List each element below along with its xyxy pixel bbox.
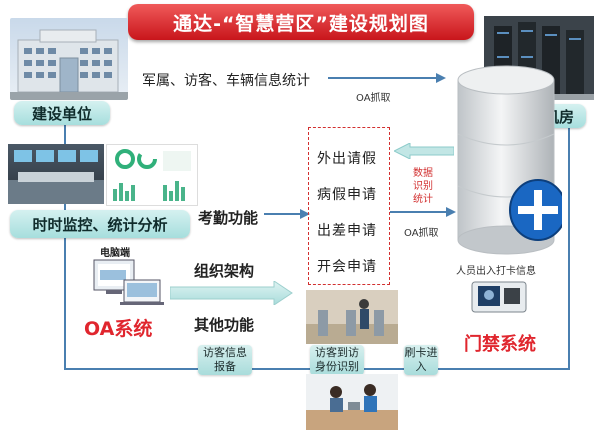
oa-fetch-top-text: OA抓取 <box>356 93 391 104</box>
request-item-sick: 病假申请 <box>317 187 377 203</box>
info-stats-arrow <box>328 73 446 83</box>
gate-photo <box>306 290 398 344</box>
access-device-image <box>470 278 528 314</box>
oa-screenshot <box>92 258 164 310</box>
frame-left-line <box>64 118 66 370</box>
org-structure-text: 组织架构 <box>194 262 255 280</box>
turnstile-illustration <box>306 290 398 344</box>
control-room-illustration <box>8 150 104 204</box>
info-stats-text: 军属、访客、车辆信息统计 <box>142 73 310 89</box>
card-swipe-label: 刷卡进入 <box>404 345 438 375</box>
building-illustration <box>10 29 128 100</box>
oa-system-label: OA系统 <box>84 318 153 340</box>
checkin-info-text: 人员出入打卡信息 <box>456 266 536 277</box>
request-item-trip: 出差申请 <box>317 223 377 239</box>
page-title: 通达-“智慧营区”建设规划图 <box>128 4 474 40</box>
access-terminal-illustration <box>471 281 527 313</box>
reception-desk-illustration <box>306 374 398 430</box>
oa-fetch-mid-text: OA抓取 <box>404 228 439 239</box>
building-image <box>10 18 128 100</box>
visitor-id-label: 访客到访身份识别 <box>310 345 364 375</box>
frame-right-line <box>568 110 570 370</box>
request-item-leave: 外出请假 <box>317 151 377 167</box>
access-system-label: 门禁系统 <box>464 334 536 355</box>
oa-devices-illustration <box>93 259 164 305</box>
monitoring-label: 时时监控、统计分析 <box>10 210 190 238</box>
oa-to-gate-arrow <box>170 281 293 305</box>
reception-photo <box>306 374 398 430</box>
data-recognition-text: 数据识别统计 <box>413 168 433 205</box>
db-to-box-arrow <box>394 143 454 159</box>
dashboard-image <box>106 144 198 206</box>
visitor-report-label: 访客信息报备 <box>198 345 252 375</box>
box-to-db-arrow <box>390 207 456 217</box>
attendance-arrow <box>264 209 310 219</box>
request-list-box <box>308 127 390 285</box>
computer-label: 电脑端 <box>100 248 130 259</box>
monitoring-room-image <box>8 144 104 204</box>
attendance-text: 考勤功能 <box>198 209 259 227</box>
request-item-meeting: 开会申请 <box>317 259 377 275</box>
construction-unit-label: 建设单位 <box>14 101 110 125</box>
other-functions-text: 其他功能 <box>194 316 255 334</box>
database-cylinder-icon <box>457 65 562 255</box>
dashboard-charts-illustration <box>113 149 191 201</box>
